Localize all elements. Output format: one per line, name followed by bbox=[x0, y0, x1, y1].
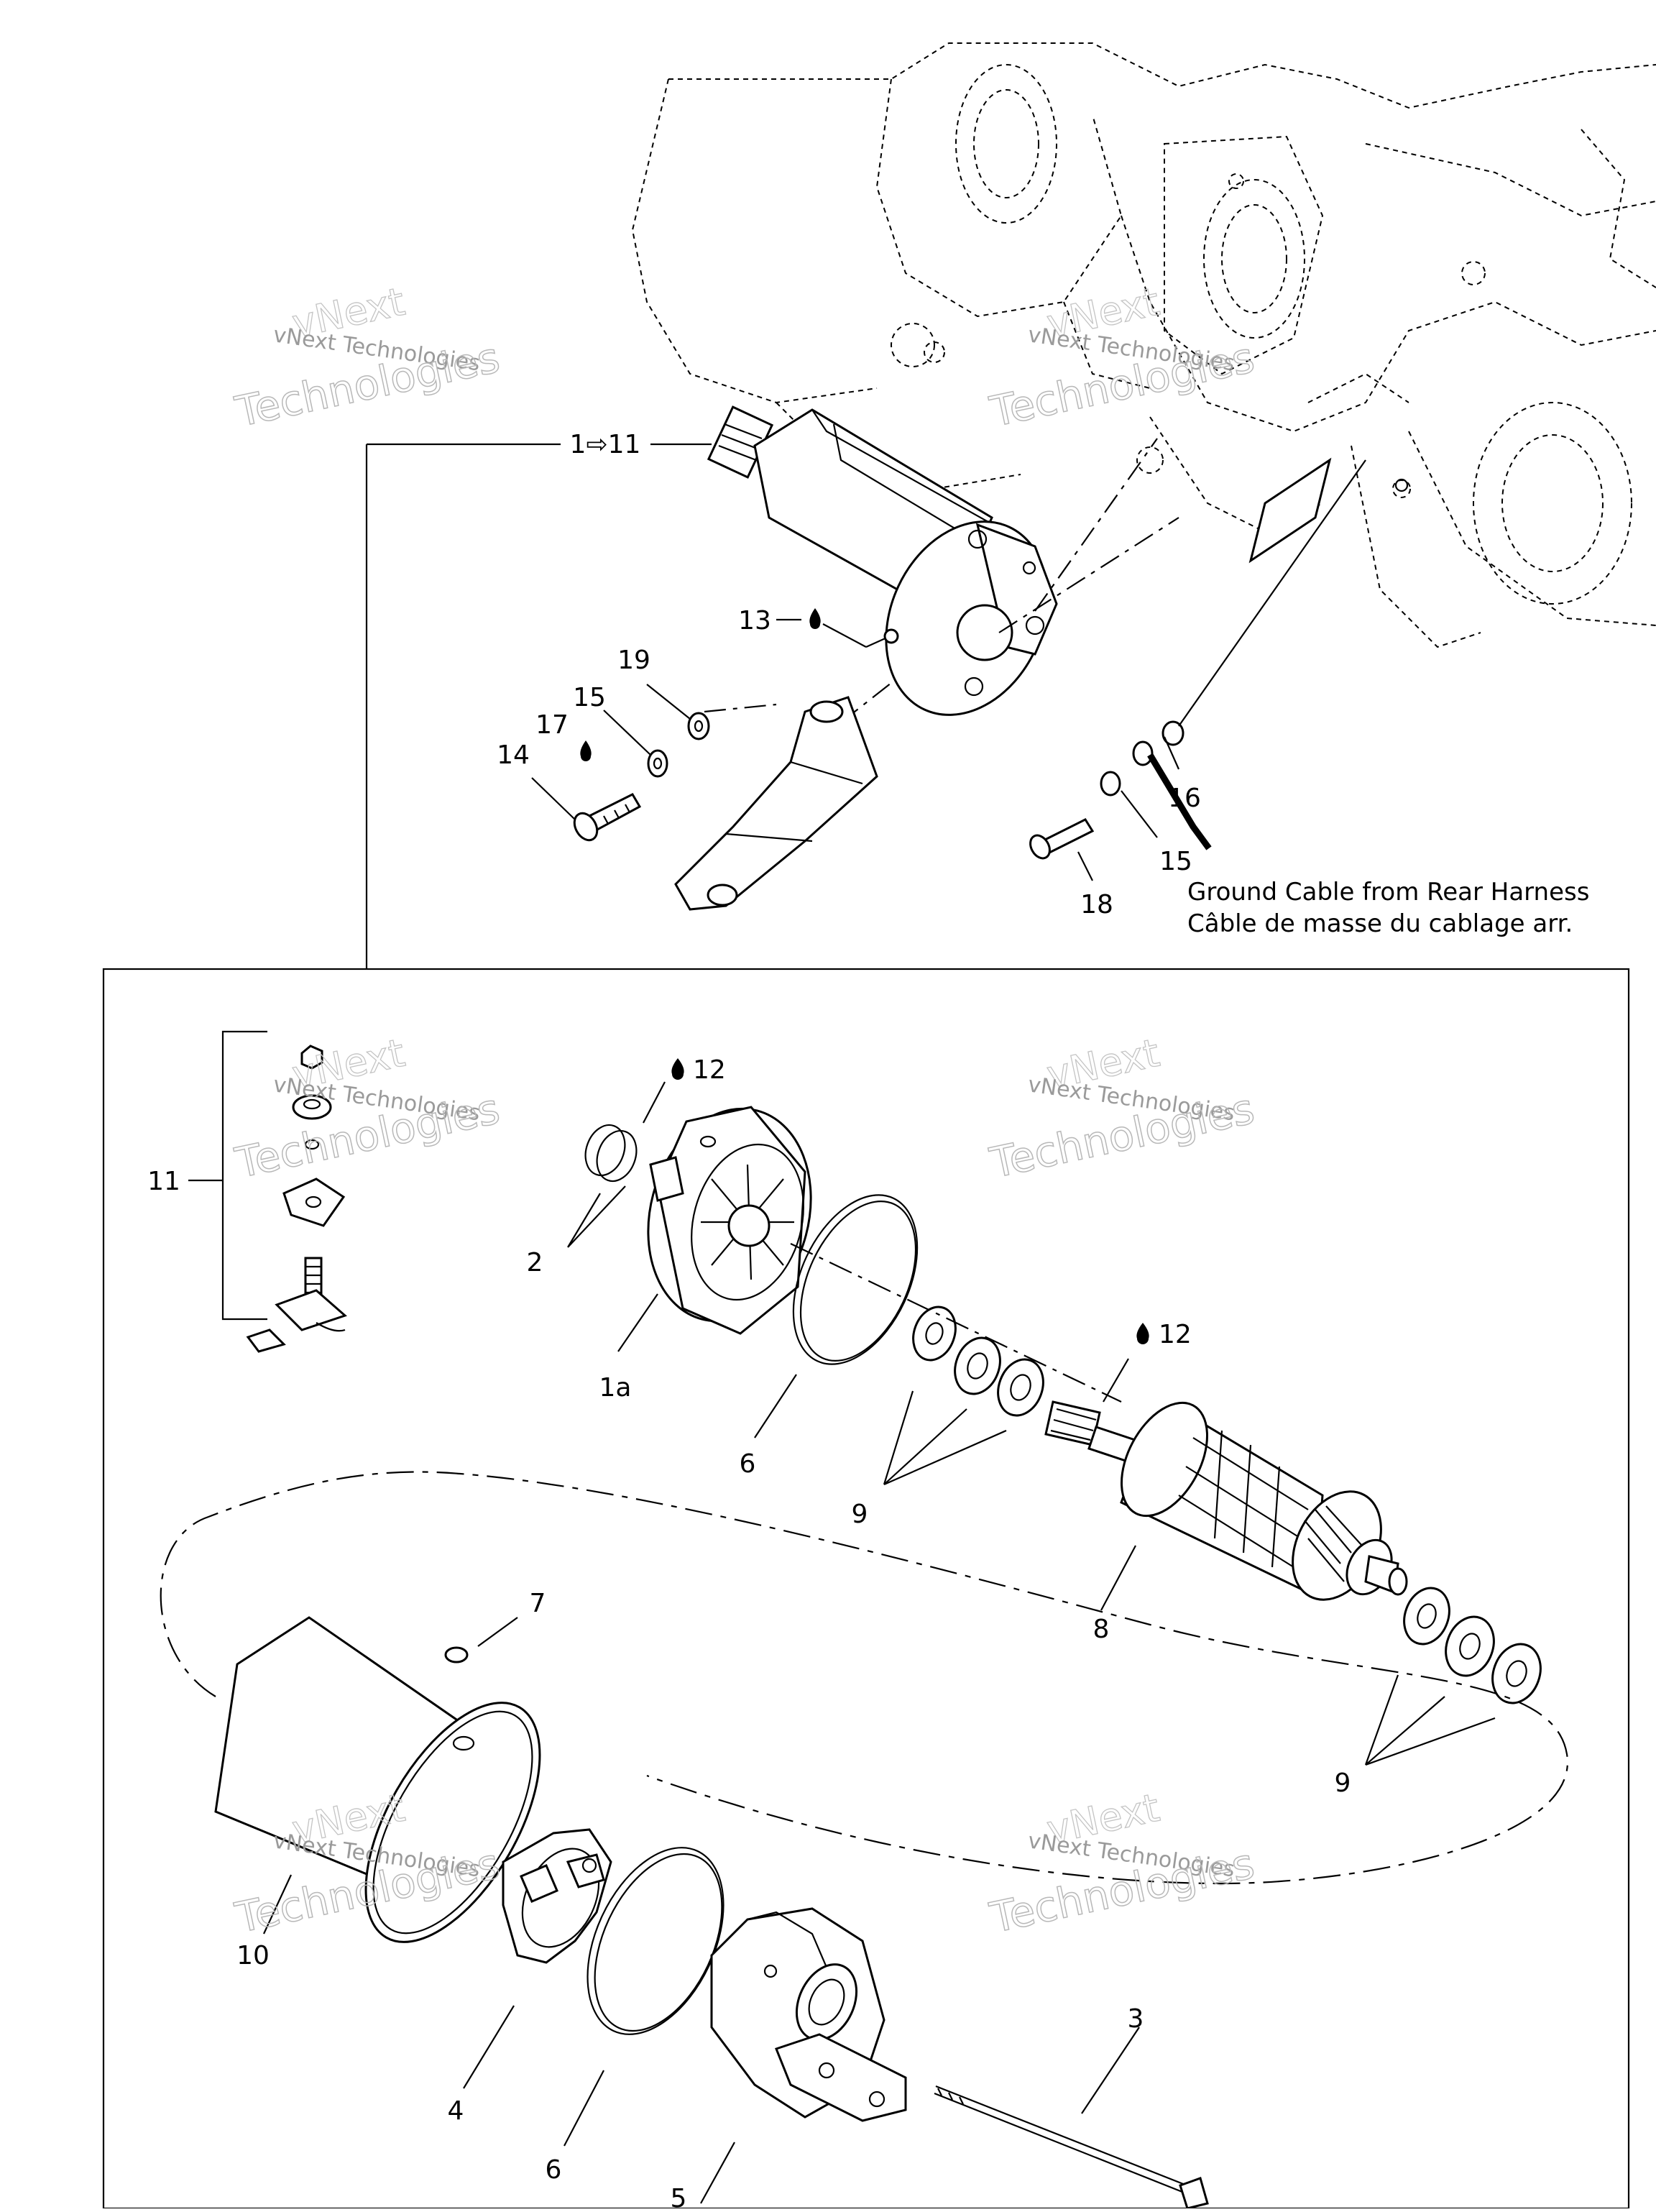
label-3: 3 bbox=[1128, 2004, 1144, 2034]
washers-9-bottom bbox=[1364, 1587, 1542, 1766]
support-bracket bbox=[674, 696, 878, 911]
label-10: 10 bbox=[236, 1941, 270, 1970]
label-12-top: 12 bbox=[693, 1055, 726, 1085]
part-group-11 bbox=[188, 1030, 347, 1353]
ground-cable-fasteners bbox=[1029, 457, 1409, 860]
armature-8 bbox=[1044, 1400, 1408, 1601]
label-4: 4 bbox=[448, 2096, 464, 2126]
label-5: 5 bbox=[671, 2184, 687, 2208]
watermark-2: vNext vNext Technologies Technologies bbox=[985, 278, 1259, 437]
label-7: 7 bbox=[530, 1589, 546, 1618]
assembly-loop-line bbox=[160, 1471, 1569, 1885]
label-2: 2 bbox=[527, 1248, 543, 1277]
watermark-6: vNext vNext Technologies Technologies bbox=[985, 1784, 1259, 1943]
label-17: 17 bbox=[535, 710, 569, 740]
washer-19 bbox=[687, 712, 710, 740]
starter-motor-assembly bbox=[707, 405, 1058, 716]
label-1a: 1a bbox=[599, 1373, 632, 1403]
gasket-6-top bbox=[792, 1194, 919, 1365]
rear-cover-5 bbox=[710, 1907, 907, 2122]
label-starter-assembly: 1⇨11 bbox=[570, 430, 641, 459]
label-6-top: 6 bbox=[740, 1449, 756, 1479]
front-cover-1a bbox=[647, 1106, 812, 1335]
label-14: 14 bbox=[497, 740, 530, 770]
oil-drop-icon-12a bbox=[671, 1058, 684, 1080]
watermark-1: vNext vNext Technologies Technologies bbox=[231, 278, 505, 437]
shaft-axis-line bbox=[790, 1243, 1122, 1403]
through-bolt-3 bbox=[934, 2085, 1209, 2210]
washer-15-top bbox=[647, 749, 668, 778]
oil-drop-icon-12b bbox=[1136, 1323, 1149, 1344]
watermark-4: vNext vNext Technologies Technologies bbox=[985, 1029, 1259, 1188]
leader-8 bbox=[1100, 1545, 1136, 1611]
brush-holder-4 bbox=[502, 1828, 612, 1964]
leader-lines-top bbox=[365, 443, 1180, 969]
washers-9-top bbox=[883, 1305, 1044, 1486]
oil-drop-icon-17 bbox=[580, 740, 592, 761]
label-12-armature: 12 bbox=[1159, 1320, 1192, 1349]
label-16: 16 bbox=[1168, 784, 1201, 813]
yoke-housing-10 bbox=[214, 1616, 541, 1943]
label-6-bottom: 6 bbox=[546, 2155, 562, 2185]
bolt-14 bbox=[573, 793, 642, 842]
caption-ground-cable-en: Ground Cable from Rear Harness bbox=[1187, 878, 1589, 907]
o-rings-2 bbox=[567, 1124, 638, 1248]
caption-ground-cable-fr: Câble de masse du cablage arr. bbox=[1187, 909, 1573, 938]
label-11: 11 bbox=[147, 1167, 180, 1196]
label-8: 8 bbox=[1093, 1615, 1110, 1644]
watermark-3: vNext vNext Technologies Technologies bbox=[231, 1029, 505, 1188]
label-9-bottom: 9 bbox=[1335, 1768, 1351, 1798]
label-15-cable: 15 bbox=[1159, 847, 1192, 876]
gasket-6-bottom bbox=[586, 1847, 724, 2035]
leader-12b bbox=[1103, 1358, 1129, 1403]
oil-drop-icon-13 bbox=[809, 608, 821, 629]
label-18: 18 bbox=[1080, 890, 1113, 919]
label-19: 19 bbox=[617, 646, 650, 675]
label-15-top: 15 bbox=[573, 683, 606, 712]
plug-7 bbox=[444, 1617, 518, 1663]
label-13: 13 bbox=[738, 606, 771, 635]
leader-lines-bottom bbox=[263, 1081, 1140, 2204]
label-9-top: 9 bbox=[852, 1500, 868, 1529]
